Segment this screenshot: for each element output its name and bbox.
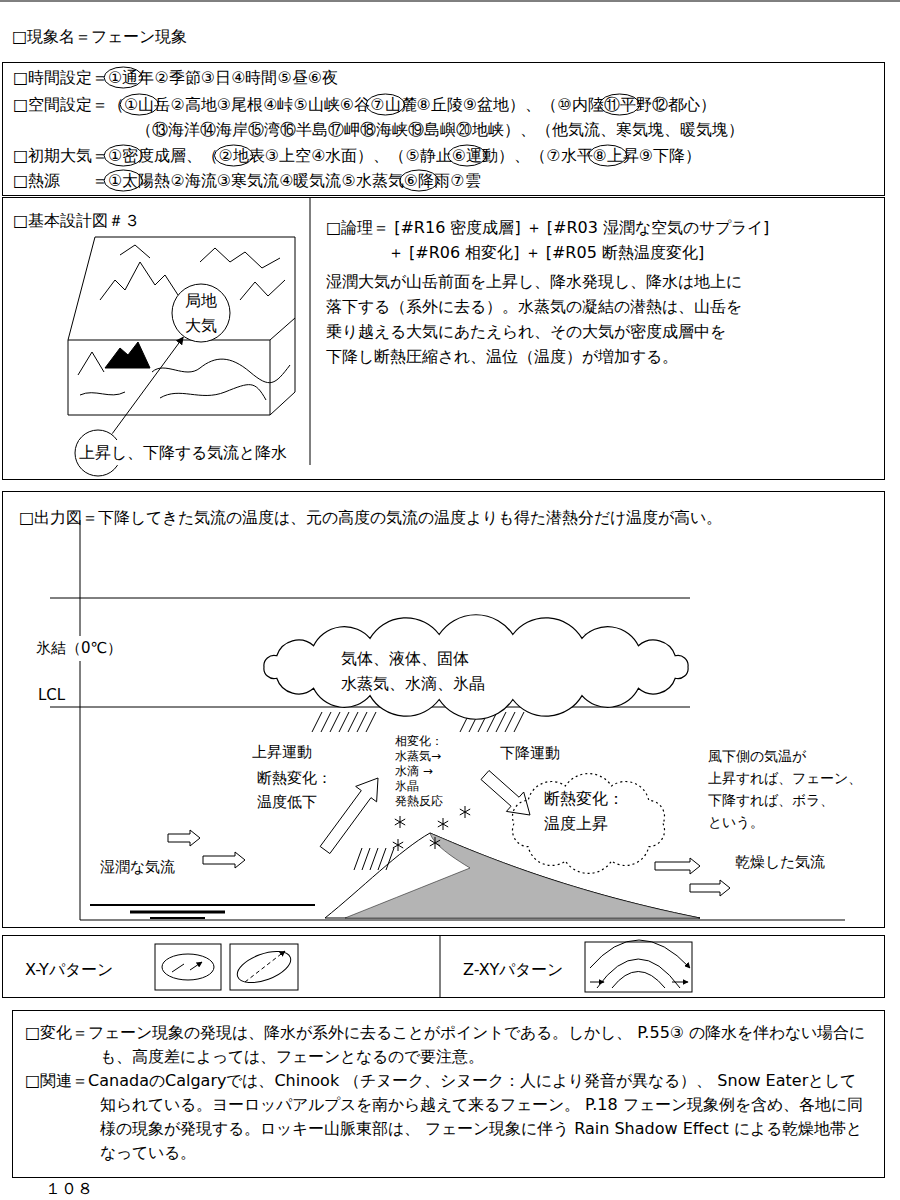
node-text: X-Yパターン <box>25 957 113 982</box>
rain-line <box>386 848 394 870</box>
dotted-cloud: 断熱変化： 温度上昇 <box>506 776 671 871</box>
pattern-arc <box>597 959 680 988</box>
rain-line <box>505 712 515 732</box>
circle-label: 局地 大気 <box>171 283 231 343</box>
node-text: 局地 大気 <box>185 288 217 338</box>
hollow-arrow <box>655 858 700 874</box>
ground-line <box>90 904 315 906</box>
perspective-box <box>68 237 295 415</box>
rain-line <box>362 848 370 870</box>
circle-label: 上昇し、下降する気流と降水 <box>74 429 122 477</box>
node-text: Z-XYパターン <box>463 957 563 982</box>
node-text: □出力図＝下降してきた気流の温度は、元の高度の気流の温度よりも得た潜熱分だけ温度… <box>19 505 722 530</box>
divider-line <box>440 935 441 998</box>
node-text: □初期大気＝①密度成層、（②地表③上空④水面）、（⑤静止⑥運動）、（⑦水平⑧上昇… <box>13 143 701 168</box>
node-text: 上昇し、下降する気流と降水 <box>79 440 287 465</box>
rain-line <box>321 712 331 732</box>
black-mountain <box>105 342 150 368</box>
coastline <box>80 359 290 400</box>
diagram-label: 氷結（0℃） <box>36 636 122 661</box>
shape-outline <box>256 626 696 708</box>
hollow-arrow <box>481 771 530 815</box>
snow-crystal <box>393 842 403 848</box>
rain-line <box>514 712 524 732</box>
axis-line <box>80 520 81 920</box>
node-text: □関連＝CanadaのCalgaryでは、Chinook （チヌーク、シヌーク：… <box>25 1069 872 1165</box>
diagram-label: 湿潤な気流 <box>100 855 175 880</box>
pattern-box: X-Yパターン Z-XYパターン <box>2 935 885 998</box>
snow-crystal <box>430 840 440 846</box>
snow-crystal <box>430 840 440 846</box>
pattern-arrow <box>172 962 202 972</box>
ground-line <box>130 911 225 914</box>
pattern-arrow <box>590 940 690 968</box>
node-text: 水蒸気、水滴、氷晶 <box>341 671 485 696</box>
diagram-label: 風下側の気温が 上昇すれば、フェーン、 下降すれば、ボラ、 という。 <box>708 745 868 833</box>
pattern-arrow <box>590 982 604 983</box>
mountain-range <box>78 352 104 375</box>
rain-line <box>496 712 506 732</box>
circle-outline <box>172 284 230 342</box>
divider-line <box>310 197 311 465</box>
page-rule <box>0 1 900 2</box>
rain-line <box>348 712 358 732</box>
level-line <box>50 598 690 599</box>
snow-crystal <box>460 809 470 815</box>
rain-line <box>330 712 340 732</box>
ground-line <box>150 917 205 919</box>
node-text: □熱源 ＝①太陽熱②海流③寒気流④暖気流⑤水蒸気⑥降雨⑦雲 <box>13 168 481 193</box>
pattern-icon <box>230 944 298 990</box>
snow-crystal <box>438 821 448 827</box>
pattern-icon <box>155 944 221 990</box>
node-text: 断熱変化： 温度上昇 <box>544 786 624 836</box>
connector-arrow <box>112 337 183 434</box>
design-box: □基本設計図＃３ □論理＝ [#R16 密度成層] ＋ [#R03 湿潤な空気のサ… <box>2 197 885 480</box>
rain-line <box>378 848 386 870</box>
diagram-label: 断熱変化： 温度低下 <box>257 766 332 814</box>
lcl-line <box>50 707 690 708</box>
snow-crystal <box>393 842 403 848</box>
snow-crystal <box>438 821 448 827</box>
node-text: □時間設定＝①通年②季節③日④時間⑤昼⑥夜 <box>13 65 338 90</box>
cloud-outline <box>512 774 664 874</box>
hollow-arrow <box>320 778 378 854</box>
pattern-icon <box>162 954 214 980</box>
diagram-label: １０８ <box>45 1180 93 1198</box>
settings-box: □時間設定＝①通年②季節③日④時間⑤昼⑥夜□空間設定＝（①山岳②高地③尾根④峠⑤… <box>2 62 885 196</box>
diagram-label: 相変化： 水蒸気→水滴 →氷晶 発熱反応 <box>395 734 443 809</box>
pattern-arrow <box>245 951 285 982</box>
ground-line <box>80 920 845 921</box>
node-text: □変化＝フェーン現象の発現は、降水が系外に去ることがポイントである。しかし、 P… <box>25 1021 872 1069</box>
snow-crystal <box>395 819 405 825</box>
node-text: 気体、液体、固体 <box>341 646 469 671</box>
diagram-label: 乾燥した気流 <box>735 850 825 875</box>
rain-line <box>354 848 362 870</box>
cloud-outline <box>264 615 688 720</box>
page-title: □現象名＝フェーン現象 <box>12 24 187 49</box>
hollow-arrow <box>168 830 200 846</box>
pattern-icon <box>585 942 692 992</box>
rain-line <box>366 712 376 732</box>
node-text: □基本設計図＃３ <box>13 208 140 233</box>
snow-crystal <box>395 819 405 825</box>
diagram-label: 上昇運動 <box>252 740 312 765</box>
notes-box: □変化＝フェーン現象の発現は、降水が系外に去ることがポイントである。しかし、 P… <box>12 1010 885 1178</box>
rain-line <box>339 712 349 732</box>
mountain <box>325 833 700 918</box>
cloud-shape: 気体、液体、固体水蒸気、水滴、氷晶 <box>256 626 696 708</box>
hollow-arrow <box>203 852 245 868</box>
pattern-icon <box>233 945 295 989</box>
node-text: 湿潤大気が山岳前面を上昇し、降水発現し、降水は地上に 落下する（系外に去る）。水… <box>326 269 750 369</box>
pattern-arrow <box>672 982 688 983</box>
diagram-label: 下降運動 <box>500 741 560 766</box>
node-text: □空間設定＝（①山岳②高地③尾根④峠⑤山峡⑥谷⑦山麓⑧丘陵⑨盆地）、（⑩内陸⑪平… <box>13 92 757 142</box>
diagram-label: LCL <box>38 683 65 708</box>
rain-line <box>312 712 322 732</box>
rain-line <box>370 848 378 870</box>
rain-line <box>357 712 367 732</box>
node-text: □論理＝ [#R16 密度成層] ＋ [#R03 湿潤な空気のサプライ] ＋ [… <box>326 215 788 265</box>
hollow-arrow <box>690 880 730 896</box>
snow-crystal <box>460 809 470 815</box>
